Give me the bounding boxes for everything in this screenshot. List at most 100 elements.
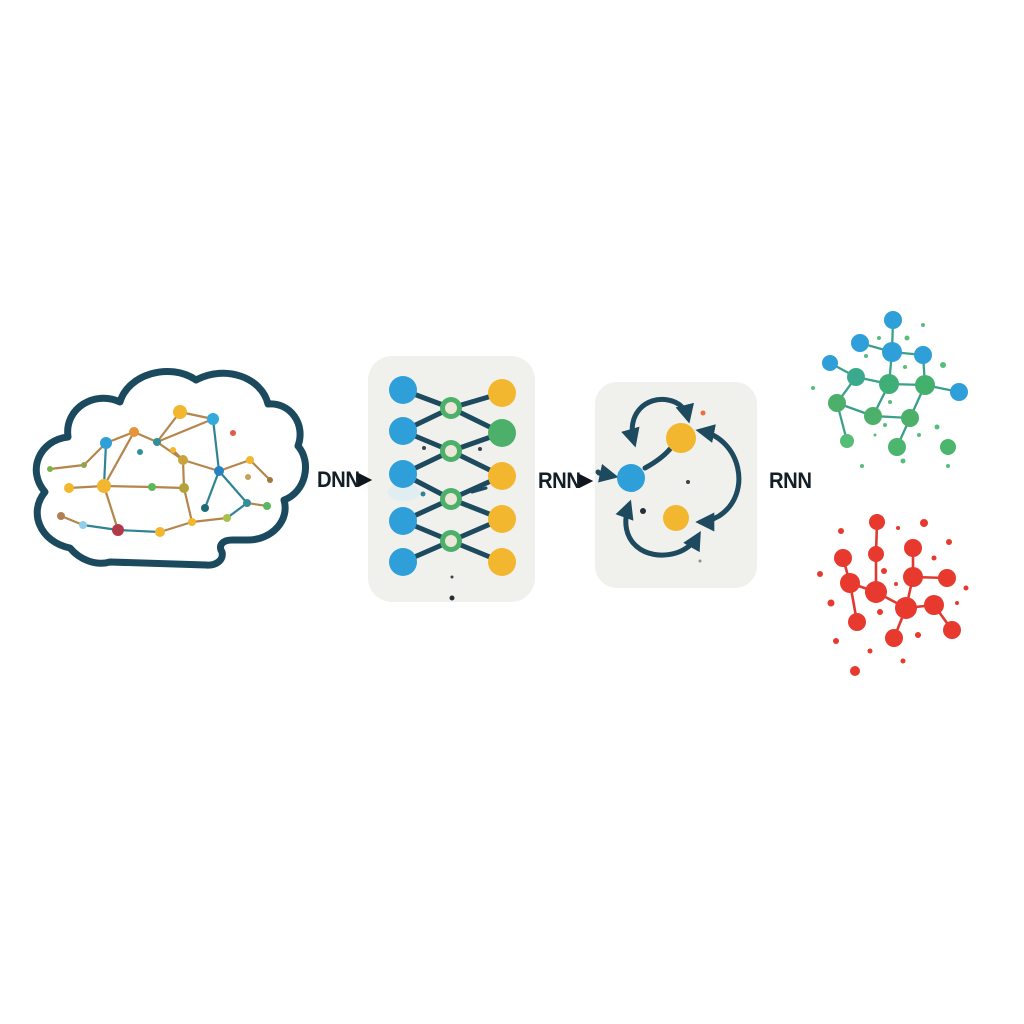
cloud-outline (32, 368, 309, 569)
cluster-red-node (904, 539, 922, 557)
cloud-node (263, 502, 271, 510)
cluster-red-node (896, 526, 900, 530)
rnn-dot (595, 469, 601, 475)
cloud-edge (102, 441, 108, 488)
cluster-red-node (915, 632, 921, 638)
cloud-edge (150, 485, 186, 490)
dnn-hidden-node-core (445, 445, 457, 457)
cloud-node (129, 427, 139, 437)
dnn-input-node (389, 507, 417, 535)
cluster-blue-green-node (864, 407, 882, 425)
cluster-red-node (833, 638, 839, 644)
cluster-red-node (881, 568, 887, 574)
rnn-panel (595, 382, 757, 588)
dnn-panel (368, 356, 535, 602)
dnn-dot (450, 575, 454, 579)
cluster-blue-green-node (877, 336, 881, 340)
cloud-node (214, 466, 224, 476)
cluster-blue-green-node (934, 424, 940, 430)
cloud-node (267, 477, 273, 483)
cloud-network (32, 368, 309, 569)
cluster-red-node (834, 549, 852, 567)
label-rnn-mid: RNN (538, 468, 595, 494)
label-dnn: DNN (317, 467, 374, 493)
rnn-dot (686, 480, 690, 484)
label-dnn-text: DNN (317, 467, 360, 492)
cloud-node (173, 405, 187, 419)
rnn-arrow-arc (642, 446, 673, 471)
cloud-node (230, 430, 236, 436)
dnn-output-node (488, 505, 516, 533)
cloud-node (81, 462, 87, 468)
dnn-panel-bg (368, 356, 535, 602)
cluster-blue-green-node (851, 334, 869, 352)
dnn-output-node (488, 379, 516, 407)
cluster-red-node (885, 629, 903, 647)
cluster-red-node (920, 519, 928, 527)
cluster-red-node (848, 613, 866, 631)
cloud-node (64, 483, 74, 493)
cluster-blue-green-node (917, 433, 921, 437)
dnn-hidden-node-core (445, 402, 457, 414)
cloud-edge (155, 417, 215, 444)
rnn-arrow-arc (596, 463, 619, 483)
cloud-edge (190, 516, 229, 524)
cloud-node (100, 437, 112, 449)
cluster-blue-green-node (888, 400, 892, 404)
cluster-red-node (877, 609, 883, 615)
cloud-node (97, 479, 111, 493)
cluster-red-node (868, 546, 884, 562)
cloud-node (137, 449, 143, 455)
cluster-blue-green-node (950, 383, 968, 401)
cluster-blue-green-node (940, 362, 946, 368)
rnn-node (617, 464, 645, 492)
cluster-red-node (943, 621, 961, 639)
cloud-node (47, 466, 53, 472)
cloud-node (223, 514, 231, 522)
cloud-node (179, 483, 189, 493)
cluster-blue-green-node (873, 433, 877, 437)
dnn-input-node (389, 548, 417, 576)
dnn-dot (478, 447, 482, 451)
cluster-red-node (865, 581, 887, 603)
cluster-blue-green-node (888, 438, 906, 456)
cloud-node (148, 483, 156, 491)
label-rnn-right: RNN (769, 468, 812, 494)
cluster-blue-green (811, 311, 968, 468)
cloud-edge (203, 469, 221, 510)
cluster-red-node (895, 597, 917, 619)
cluster-red-node (894, 582, 898, 586)
rnn-arrow-arc (615, 499, 701, 558)
cloud-node (188, 518, 196, 526)
cluster-red-node (955, 601, 959, 605)
dnn-dot (422, 446, 426, 450)
cloud-node (245, 474, 251, 480)
dnn-hidden-node-core (445, 493, 457, 505)
cluster-red-node (838, 528, 844, 534)
cluster-red-node (827, 599, 835, 607)
cloud-node (79, 521, 87, 529)
cloud-edge (116, 528, 162, 534)
rnn-dot (640, 508, 646, 514)
cluster-red-node (931, 555, 937, 561)
rnn-dot (698, 559, 702, 563)
cluster-blue-green-node (822, 355, 838, 371)
cluster-blue-green-node (882, 342, 902, 362)
cloud-node (155, 527, 165, 537)
cluster-blue-green-node (901, 409, 919, 427)
dnn-output-node (488, 462, 516, 490)
dnn-input-node (389, 417, 417, 445)
cluster-blue-green-node (921, 323, 925, 327)
dnn-smudge (388, 483, 420, 501)
cluster-blue-green-node (915, 375, 935, 395)
dnn-output-node (488, 419, 516, 447)
arrow-right-icon (356, 470, 374, 490)
cluster-red-node (903, 567, 923, 587)
cloud-node (112, 524, 124, 536)
cloud-node (153, 438, 161, 446)
dnn-output-node (488, 548, 516, 576)
cloud-edge (225, 501, 249, 520)
dnn-dot (420, 491, 426, 497)
arrow-right-icon (577, 471, 595, 491)
